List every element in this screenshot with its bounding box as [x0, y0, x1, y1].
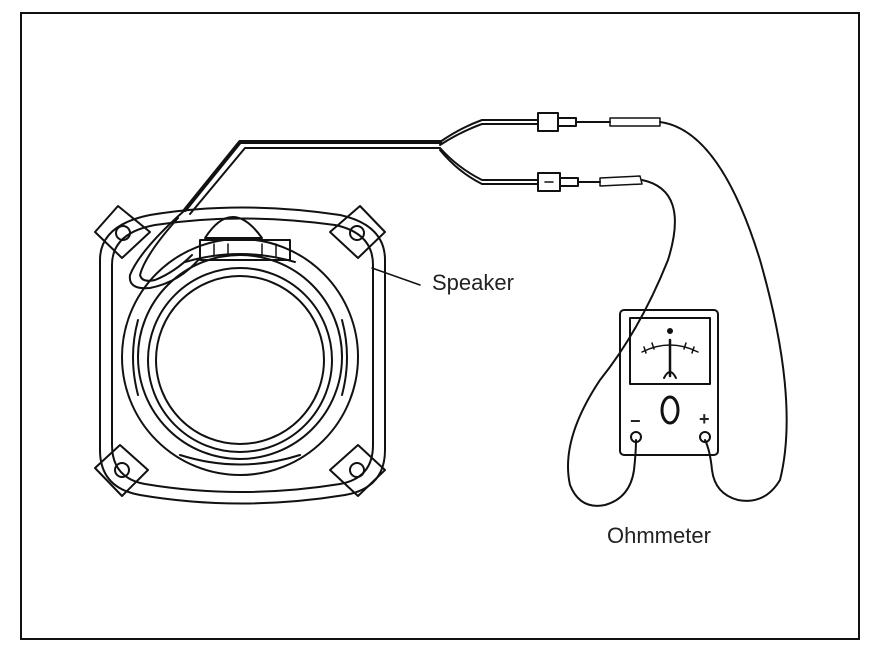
lower-connector — [537, 172, 643, 192]
speaker-frame-outer — [99, 206, 386, 505]
mounting-tab-bottom-right — [329, 444, 386, 497]
speaker-cone-inner — [155, 275, 325, 445]
ring-slot-right — [341, 319, 348, 396]
diagram-frame — [20, 12, 860, 640]
ring-slot-left — [132, 319, 139, 396]
mounting-tab-top-right — [329, 205, 386, 259]
speaker-leader-line — [371, 267, 421, 286]
lower-lead-wire — [567, 179, 676, 507]
test-leads-cable — [183, 119, 539, 215]
speaker-frame-inner — [111, 217, 374, 493]
meter-minus-label: − — [630, 411, 641, 431]
ring-slot-bottom — [179, 454, 301, 466]
speaker-label: Speaker — [432, 270, 514, 295]
speaker — [94, 205, 386, 505]
terminal-box — [199, 239, 291, 261]
speaker-wire-loop — [128, 209, 201, 290]
meter-plus-label: + — [699, 409, 710, 429]
mounting-tab-top-left — [94, 205, 151, 259]
meter-face — [629, 317, 711, 385]
meter-plus-terminal — [699, 431, 711, 443]
upper-lead-wire — [659, 121, 788, 502]
terminal-bracket — [204, 216, 263, 239]
upper-connector — [537, 112, 661, 132]
speaker-cone-outer — [147, 267, 333, 453]
meter-body — [619, 309, 719, 456]
speaker-ring-mid — [137, 254, 343, 460]
ohmmeter-label: Ohmmeter — [607, 523, 711, 548]
meter-knob — [660, 395, 680, 425]
meter-minus-terminal — [630, 431, 642, 443]
mounting-tab-bottom-left — [94, 444, 149, 497]
ohmmeter — [619, 309, 719, 456]
speaker-ring-outer — [121, 238, 359, 476]
